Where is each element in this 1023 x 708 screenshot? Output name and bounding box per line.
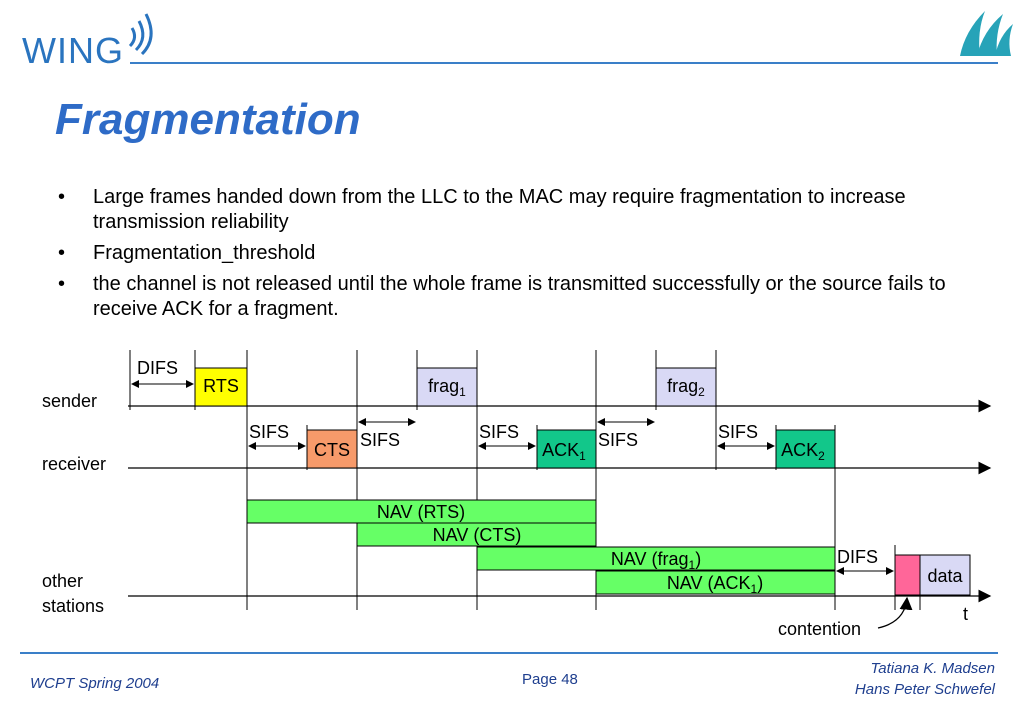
bullet-text: Large frames handed down from the LLC to… — [93, 186, 906, 233]
bullet-list: •Large frames handed down from the LLC t… — [58, 185, 958, 328]
contention-label: contention — [778, 619, 861, 639]
sifs-label-4: SIFS — [598, 430, 638, 450]
footer-rule — [20, 652, 998, 654]
signal-waves-icon — [128, 13, 153, 56]
frag1-label: frag1 — [428, 376, 466, 399]
contention-block — [894, 554, 921, 596]
sender-label: sender — [42, 391, 97, 411]
header-rule — [130, 62, 998, 64]
nav-frag1-bar — [476, 546, 836, 571]
frag2-label: frag2 — [667, 376, 705, 399]
wing-logo: WING — [22, 8, 172, 71]
nav-cts-label: NAV (CTS) — [433, 525, 522, 545]
footer-author-2: Hans Peter Schwefel — [854, 681, 995, 698]
bullet-item: •Fragmentation_threshold — [58, 242, 316, 264]
difs-label-sender: DIFS — [137, 358, 178, 378]
nav-ack1-bar — [595, 570, 836, 595]
footer-page-number: Page 48 — [522, 671, 578, 688]
ack1-label: ACK1 — [542, 440, 586, 463]
cts-label: CTS — [314, 440, 350, 460]
sifs-label-5: SIFS — [718, 422, 758, 442]
difs-label-other: DIFS — [837, 547, 878, 567]
university-logo-icon — [960, 11, 1013, 56]
nav-ack1-label: NAV (ACK1) — [667, 573, 763, 596]
other-stations-label-1: other — [42, 571, 83, 591]
rts-label: RTS — [203, 376, 239, 396]
nav-cts-bar — [356, 522, 597, 547]
nav-rts-label: NAV (RTS) — [377, 502, 465, 522]
sifs-label-1: SIFS — [249, 422, 289, 442]
frag2-frame — [655, 367, 717, 407]
time-axis-label: t — [963, 604, 968, 624]
frag1-frame — [416, 367, 478, 407]
footer-course: WCPT Spring 2004 — [30, 675, 160, 692]
fragmentation-timing-diagram: sender receiver other stations DIFS RTS … — [42, 350, 992, 639]
other-stations-label-2: stations — [42, 596, 104, 616]
nav-frag1-label: NAV (frag1) — [611, 549, 701, 572]
wing-logo-text: WING — [22, 30, 124, 71]
footer-author-1: Tatiana K. Madsen — [870, 660, 995, 677]
bullet-item: •Large frames handed down from the LLC t… — [58, 186, 906, 233]
data-frame — [919, 554, 971, 596]
rts-frame — [194, 367, 248, 407]
data-label: data — [927, 566, 963, 586]
receiver-label: receiver — [42, 454, 106, 474]
ack2-label: ACK2 — [781, 440, 825, 463]
ack2-frame — [775, 429, 836, 469]
sifs-label-3: SIFS — [479, 422, 519, 442]
page-title: Fragmentation — [55, 95, 361, 144]
cts-frame — [306, 429, 358, 469]
sifs-label-2: SIFS — [360, 430, 400, 450]
ack1-frame — [536, 429, 597, 469]
bullet-text: Fragmentation_threshold — [93, 242, 316, 264]
bullet-item: •the channel is not released until the w… — [58, 273, 946, 320]
bullet-text: the channel is not released until the wh… — [93, 273, 946, 320]
contention-pointer — [877, 596, 913, 629]
